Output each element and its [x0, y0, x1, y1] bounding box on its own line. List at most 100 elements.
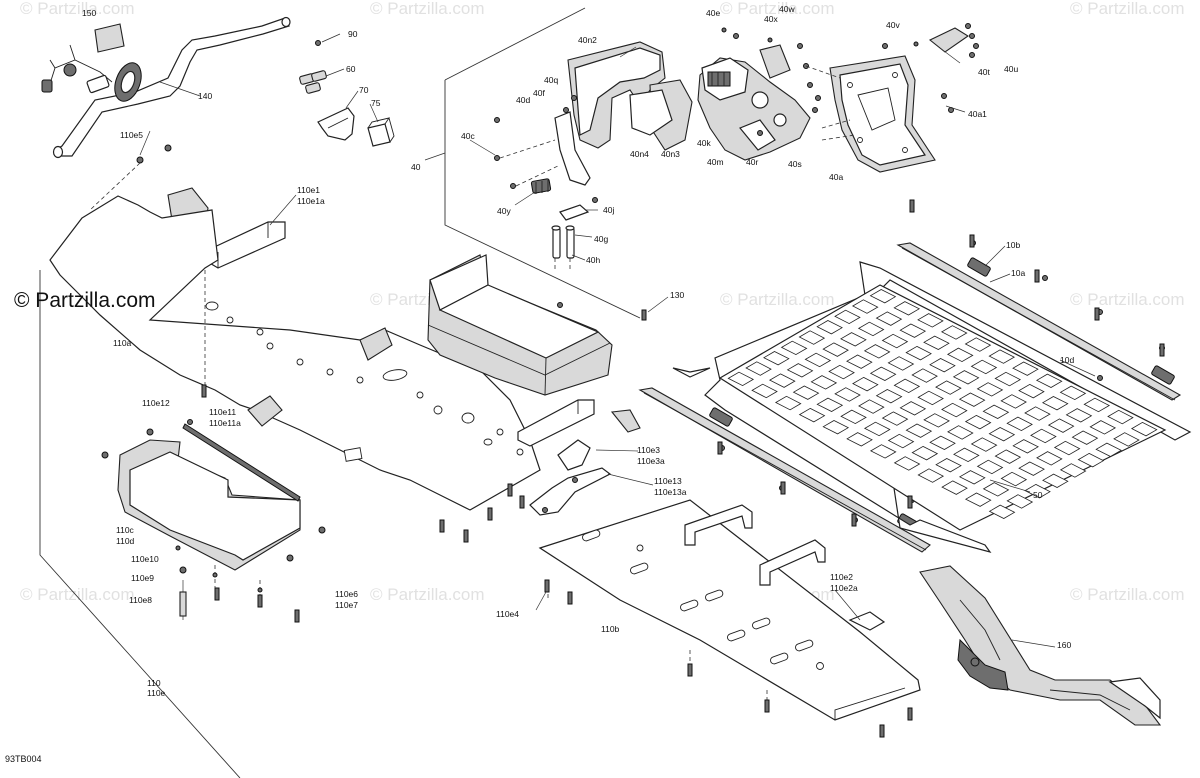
assembly-frame: [39, 7, 641, 778]
part-40y-clip[interactable]: [530, 178, 552, 194]
net-cell: [798, 407, 826, 423]
part-40k-controller[interactable]: [697, 27, 821, 161]
part-40a-mount-plate[interactable]: [805, 41, 954, 173]
part-40h-bolts[interactable]: [554, 258, 571, 272]
net-cell: [863, 344, 891, 359]
net-cell: [840, 332, 867, 347]
net-cell: [804, 352, 832, 368]
callout-130[interactable]: 130: [670, 290, 684, 300]
part-40g-bushings[interactable]: [551, 225, 575, 259]
callout-40r[interactable]: 40r: [746, 157, 758, 167]
callout-110e3[interactable]: 110e3: [637, 445, 660, 455]
net-cell: [1059, 463, 1087, 478]
callout-140[interactable]: 140: [198, 91, 212, 101]
net-cell: [727, 371, 755, 387]
callout-110e4[interactable]: 110e4: [496, 609, 519, 619]
callout-40q[interactable]: 40q: [544, 75, 558, 85]
part-50-cargo-net[interactable]: [672, 261, 1192, 554]
callout-110e10[interactable]: 110e10: [131, 554, 159, 564]
callout-110c[interactable]: 110c: [116, 525, 135, 535]
callout-40a1[interactable]: 40a1: [968, 109, 987, 119]
callout-110e11[interactable]: 110e11: [209, 407, 236, 417]
callout-60[interactable]: 60: [346, 64, 356, 74]
callout-110e[interactable]: 110e: [147, 688, 166, 698]
callout-40n2[interactable]: 40n2: [578, 35, 597, 45]
net-cell: [875, 311, 903, 326]
callout-40n3[interactable]: 40n3: [661, 149, 680, 159]
callout-40g[interactable]: 40g: [594, 234, 608, 244]
callout-110[interactable]: 110: [147, 678, 161, 688]
callout-110e13a[interactable]: 110e13a: [654, 487, 687, 497]
net-cell: [774, 395, 802, 411]
callout-40s[interactable]: 40s: [788, 159, 802, 169]
callout-40d[interactable]: 40d: [516, 95, 530, 105]
callout-110e9[interactable]: 110e9: [131, 573, 154, 583]
callout-90[interactable]: 90: [348, 29, 358, 39]
callout-110e2[interactable]: 110e2: [830, 572, 853, 582]
part-60-connectors[interactable]: [299, 70, 327, 94]
callout-75[interactable]: 75: [371, 98, 381, 108]
part-160-grab-handle[interactable]: [919, 565, 1162, 726]
callout-40w[interactable]: 40w: [779, 4, 795, 14]
callout-10a[interactable]: 10a: [1011, 268, 1025, 278]
callout-40m[interactable]: 40m: [707, 157, 724, 167]
callout-110e1[interactable]: 110e1: [297, 185, 320, 195]
callout-150[interactable]: 150: [82, 8, 96, 18]
callout-70[interactable]: 70: [359, 85, 369, 95]
callout-110e2a[interactable]: 110e2a: [830, 583, 858, 593]
callout-40u[interactable]: 40u: [1004, 64, 1018, 74]
net-cell: [958, 392, 986, 407]
callout-110e6[interactable]: 110e6: [335, 589, 358, 599]
part-70-bracket[interactable]: [317, 107, 355, 141]
net-cell: [911, 368, 938, 383]
callout-40y[interactable]: 40y: [497, 206, 511, 216]
part-storage-tray[interactable]: [427, 254, 613, 396]
callout-110a[interactable]: 110a: [113, 338, 132, 348]
callout-110e11a[interactable]: 110e11a: [209, 418, 241, 428]
part-40j-clamp[interactable]: [559, 197, 598, 221]
callout-40[interactable]: 40: [411, 162, 421, 172]
part-40d-bracket[interactable]: [494, 95, 591, 189]
callout-110e3a[interactable]: 110e3a: [637, 456, 665, 466]
callout-40t[interactable]: 40t: [978, 67, 990, 77]
callout-110b[interactable]: 110b: [601, 624, 620, 634]
callout-40e[interactable]: 40e: [706, 8, 720, 18]
part-150-pad[interactable]: [94, 23, 125, 53]
part-110e3-bracket[interactable]: [517, 399, 641, 471]
callout-50[interactable]: 50: [1033, 490, 1043, 500]
part-110c-lower-tray[interactable]: [101, 419, 326, 621]
net-cell: [899, 323, 927, 338]
part-110b-floor-plate[interactable]: [538, 499, 921, 721]
net-cell: [869, 366, 897, 381]
callout-40f[interactable]: 40f: [533, 88, 545, 98]
part-140-handlebar[interactable]: [41, 16, 291, 159]
callout-40a[interactable]: 40a: [829, 172, 843, 182]
callout-110e7[interactable]: 110e7: [335, 600, 358, 610]
callout-110e5[interactable]: 110e5: [120, 130, 143, 140]
part-40v-connector[interactable]: [928, 23, 979, 58]
callout-40j[interactable]: 40j: [603, 205, 614, 215]
callout-40c[interactable]: 40c: [461, 131, 475, 141]
callout-40n4[interactable]: 40n4: [630, 149, 649, 159]
callout-110e13[interactable]: 110e13: [654, 476, 682, 486]
callout-110e8[interactable]: 110e8: [129, 595, 152, 605]
net-cell: [745, 361, 772, 376]
part-10a-rail-rear[interactable]: [896, 240, 1182, 401]
part-110e13-link[interactable]: [529, 467, 612, 516]
callout-40h[interactable]: 40h: [586, 255, 600, 265]
part-40n2-cover[interactable]: [567, 41, 693, 151]
callout-40x[interactable]: 40x: [764, 14, 778, 24]
callout-40k[interactable]: 40k: [697, 138, 711, 148]
callout-110e1a[interactable]: 110e1a: [297, 196, 325, 206]
part-90-screw[interactable]: [315, 40, 321, 46]
callout-10d[interactable]: 10d: [1060, 355, 1074, 365]
callout-10b[interactable]: 10b: [1006, 240, 1020, 250]
part-75-block[interactable]: [367, 117, 395, 147]
part-110e5-nuts[interactable]: [89, 144, 172, 211]
callout-110d[interactable]: 110d: [116, 536, 135, 546]
callout-40v[interactable]: 40v: [886, 20, 900, 30]
callout-160[interactable]: 160: [1057, 640, 1071, 650]
part-110a-floor-panel[interactable]: [49, 195, 541, 511]
callout-110e12[interactable]: 110e12: [142, 398, 170, 408]
